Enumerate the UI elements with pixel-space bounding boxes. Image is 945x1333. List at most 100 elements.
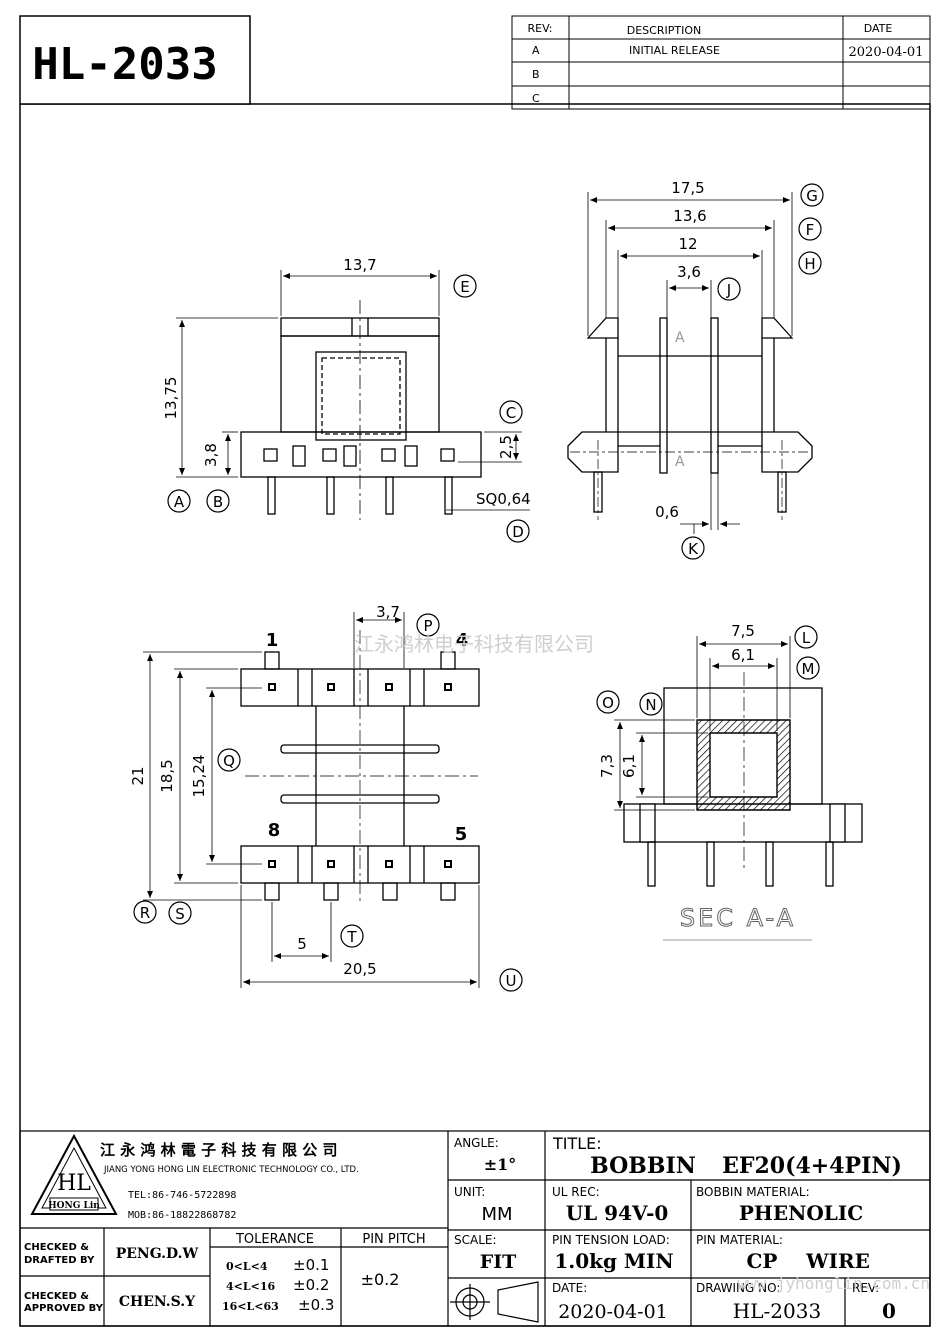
callout-D: D <box>512 523 524 541</box>
rev-value: 0 <box>882 1299 896 1323</box>
drafted-by: PENG.D.W <box>116 1246 199 1262</box>
scale-value: FIT <box>480 1251 517 1273</box>
pin-material-wire: WIRE <box>805 1249 870 1273</box>
section-hatch <box>696 719 791 811</box>
logo-text: HONG Lin <box>48 1201 100 1211</box>
front-dim-pin-offset: 2,5 <box>497 435 515 459</box>
part-number: HL-2033 <box>32 39 217 90</box>
callout-C: C <box>506 404 516 422</box>
checked-approved-label-2: APPROVED BY <box>24 1303 104 1314</box>
bottom-dim-18-5: 18,5 <box>158 759 176 792</box>
callout-F: F <box>806 221 815 239</box>
callout-S: S <box>175 905 185 923</box>
callout-R: R <box>140 904 150 922</box>
bottom-dim-21: 21 <box>129 766 147 785</box>
checked-drafted-label-2: DRAFTED BY <box>24 1255 95 1266</box>
part-number-box <box>19 15 251 105</box>
callout-M: M <box>802 660 815 678</box>
bottom-view-dimensions <box>143 612 480 988</box>
bottom-dim-3-7: 3,7 <box>376 603 400 621</box>
company-logo: HL HONG Lin <box>30 1133 118 1215</box>
rev-label: REV: <box>852 1281 879 1295</box>
tolerance-value-1: ±0.1 <box>293 1256 329 1274</box>
pin-pitch-value: ±0.2 <box>361 1270 400 1289</box>
approved-by: CHEN.S.Y <box>119 1294 196 1310</box>
drawing-no-value: HL-2033 <box>733 1299 821 1323</box>
section-callouts <box>596 625 820 716</box>
side-dim-0-6: 0,6 <box>655 503 679 521</box>
section-mark-bottom: A <box>675 454 685 470</box>
callout-U: U <box>506 972 517 990</box>
front-dim-base: 3,8 <box>202 443 220 467</box>
description-header: DESCRIPTION <box>627 24 701 37</box>
bottom-view <box>240 630 480 905</box>
section-dim-6-1-w: 6,1 <box>731 646 755 664</box>
callout-J: J <box>726 281 731 299</box>
section-label: SEC A-A <box>680 904 796 932</box>
scale-label: SCALE: <box>454 1233 497 1247</box>
section-view <box>623 672 863 887</box>
angle-value: ±1° <box>484 1155 517 1174</box>
callout-E: E <box>460 278 469 296</box>
angle-label: ANGLE: <box>454 1136 499 1150</box>
section-dim-6-1-h: 6,1 <box>620 754 638 778</box>
title-label: TITLE: <box>552 1134 602 1153</box>
unit-label: UNIT: <box>454 1185 485 1199</box>
pin-tension-value: 1.0kg MIN <box>554 1249 673 1273</box>
company-en: JIANG YONG HONG LIN ELECTRONIC TECHNOLOG… <box>103 1165 359 1175</box>
title-model: EF20(4+4PIN) <box>722 1153 902 1179</box>
side-dim-12: 12 <box>678 235 697 253</box>
callout-Q: Q <box>223 752 235 770</box>
side-callouts <box>681 183 824 560</box>
watermark: 江永鸿林电子科技有限公司 <box>354 632 594 656</box>
tolerance-range-3: 16<L<63 <box>222 1300 279 1313</box>
callout-O: O <box>602 694 614 712</box>
front-callouts <box>167 274 530 543</box>
ul-value: UL 94V-0 <box>566 1201 669 1225</box>
callout-P: P <box>423 617 432 635</box>
pin-label-4: 4 <box>456 630 469 651</box>
ul-label: UL REC: <box>552 1185 600 1199</box>
callout-G: G <box>806 187 818 205</box>
callout-T: T <box>346 928 357 946</box>
date-value: 2020-04-01 <box>558 1301 668 1323</box>
pin-label-1: 1 <box>266 630 279 651</box>
pin-pitch-label: PIN PITCH <box>362 1232 425 1247</box>
company-tel: TEL:86-746-5722898 <box>128 1190 236 1201</box>
front-dim-width: 13,7 <box>343 256 376 274</box>
bottom-dim-20-5: 20,5 <box>343 960 376 978</box>
watermark-url: www.jyhonglin.com.cn <box>737 1274 930 1293</box>
front-view <box>240 300 482 520</box>
rev-row-2-rev: B <box>532 68 540 81</box>
pin-label-5: 5 <box>455 824 468 845</box>
callout-N: N <box>645 696 656 714</box>
front-dim-pin-square: SQ0,64 <box>476 490 531 508</box>
callout-L: L <box>802 629 811 647</box>
tolerance-range-2: 4<L<16 <box>226 1280 275 1293</box>
bottom-dim-15-24: 15,24 <box>190 755 208 798</box>
logo-hl: HL <box>57 1171 91 1196</box>
pin-material-label: PIN MATERIAL: <box>696 1233 783 1247</box>
side-dim-13-6: 13,6 <box>673 207 706 225</box>
company-cn: 江 永 鸿 林 電 子 科 技 有 限 公 司 <box>100 1141 337 1159</box>
callout-A: A <box>174 493 185 511</box>
date-header: DATE <box>864 22 893 35</box>
side-dim-17-5: 17,5 <box>671 179 704 197</box>
front-view-dimensions <box>176 270 530 511</box>
pin-tension-label: PIN TENSION LOAD: <box>552 1233 670 1247</box>
company-mob: MOB:86-18822868782 <box>128 1210 236 1221</box>
rev-row-1-date: 2020-04-01 <box>849 45 924 60</box>
checked-approved-label-1: CHECKED & <box>24 1291 89 1302</box>
callout-B: B <box>213 493 223 511</box>
bobbin-material-value: PHENOLIC <box>739 1201 863 1225</box>
side-view-dimensions <box>587 192 793 534</box>
tolerance-value-2: ±0.2 <box>293 1276 329 1294</box>
rev-row-1-rev: A <box>532 44 540 57</box>
projection-symbol-icon <box>450 1281 539 1323</box>
side-dim-3-6: 3,6 <box>677 263 701 281</box>
date-label: DATE: <box>552 1281 587 1295</box>
section-view-dimensions <box>614 636 791 811</box>
title-block-grid <box>19 1130 931 1327</box>
rev-header: REV: <box>528 22 553 35</box>
